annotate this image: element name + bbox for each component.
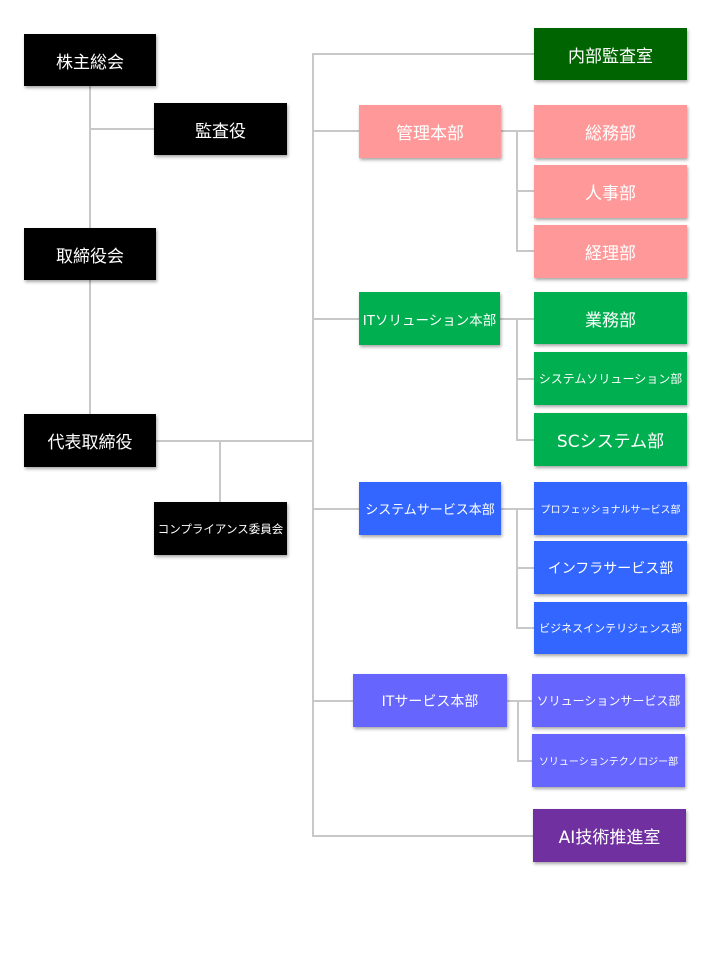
dept-general-affairs-label: 総務部	[585, 124, 636, 144]
dept-infra-service-label: インフラサービス部	[547, 560, 674, 577]
dept-solution-technology-label: ソリューションテクノロジー部	[538, 757, 679, 768]
dept-hr-label: 人事部	[585, 184, 636, 204]
connector-d2-dept-3	[516, 439, 534, 441]
internal-audit-label: 内部監査室	[568, 46, 653, 67]
connector-division-4	[312, 700, 354, 702]
auditor-label: 監査役	[195, 121, 246, 142]
connector-ai-office	[312, 835, 534, 837]
dept-professional-service-label: プロフェッショナルサービス部	[540, 505, 681, 516]
connector-d1-dept-2	[516, 190, 534, 192]
connector-main-trunk	[312, 53, 314, 836]
compliance-committee-label: コンプライアンス委員会	[157, 521, 284, 536]
division-admin-label: 管理本部	[396, 124, 464, 144]
dept-hr-box: 人事部	[534, 165, 687, 218]
connector-division-3	[312, 508, 360, 510]
dept-accounting-label: 経理部	[585, 244, 636, 264]
dept-sc-system-box: SCシステム部	[534, 413, 687, 466]
connector-auditor	[89, 128, 155, 130]
division-it-service-label: ITサービス本部	[381, 693, 479, 710]
ceo-box: 代表取締役	[24, 414, 156, 467]
board-of-directors-label: 取締役会	[56, 246, 124, 267]
dept-solution-technology-box: ソリューションテクノロジー部	[532, 734, 685, 787]
connector-d3-dept-2	[516, 567, 534, 569]
dept-general-affairs-box: 総務部	[534, 105, 687, 158]
connector-compliance	[219, 440, 221, 502]
division-admin-box: 管理本部	[359, 105, 501, 158]
dept-business-label: 業務部	[585, 310, 636, 331]
dept-solution-service-box: ソリューションサービス部	[532, 674, 685, 727]
compliance-committee-box: コンプライアンス委員会	[154, 502, 287, 555]
ceo-label: 代表取締役	[47, 433, 133, 453]
connector-d4-dept-2	[517, 760, 534, 762]
shareholders-meeting-label: 株主総会	[56, 52, 124, 73]
dept-business-intelligence-box: ビジネスインテリジェンス部	[534, 602, 687, 654]
division-it-solution-label: ITソリューション本部	[362, 312, 497, 329]
connector-ceo-to-trunk	[155, 440, 314, 442]
dept-infra-service-box: インフラサービス部	[534, 541, 687, 594]
connector-division-2	[312, 318, 360, 320]
dept-accounting-box: 経理部	[534, 225, 687, 278]
dept-solution-service-label: ソリューションサービス部	[536, 694, 681, 708]
dept-sc-system-label: SCシステム部	[556, 432, 665, 452]
ai-office-label: AI技術推進室	[558, 828, 661, 848]
division-system-service-label: システムサービス本部	[365, 503, 495, 518]
auditor-box: 監査役	[154, 103, 287, 155]
shareholders-meeting-box: 株主総会	[24, 34, 156, 86]
dept-business-box: 業務部	[534, 292, 687, 344]
connector-d4-vertical	[517, 700, 519, 761]
dept-professional-service-box: プロフェッショナルサービス部	[534, 482, 687, 535]
board-of-directors-box: 取締役会	[24, 228, 156, 280]
connector-division-1	[312, 130, 360, 132]
dept-business-intelligence-label: ビジネスインテリジェンス部	[539, 622, 682, 635]
dept-system-solution-box: システムソリューション部	[534, 352, 687, 405]
connector-d2-dept-2	[516, 378, 534, 380]
internal-audit-box: 内部監査室	[534, 28, 687, 80]
division-it-solution-box: ITソリューション本部	[359, 292, 500, 345]
connector-internal-audit	[312, 53, 534, 55]
dept-system-solution-label: システムソリューション部	[538, 372, 683, 386]
division-it-service-box: ITサービス本部	[353, 674, 507, 727]
connector-d3-dept-3	[516, 627, 534, 629]
ai-office-box: AI技術推進室	[533, 809, 686, 862]
connector-d1-dept-3	[516, 250, 534, 252]
division-system-service-box: システムサービス本部	[359, 482, 501, 535]
connector-d4-stub	[506, 700, 534, 702]
